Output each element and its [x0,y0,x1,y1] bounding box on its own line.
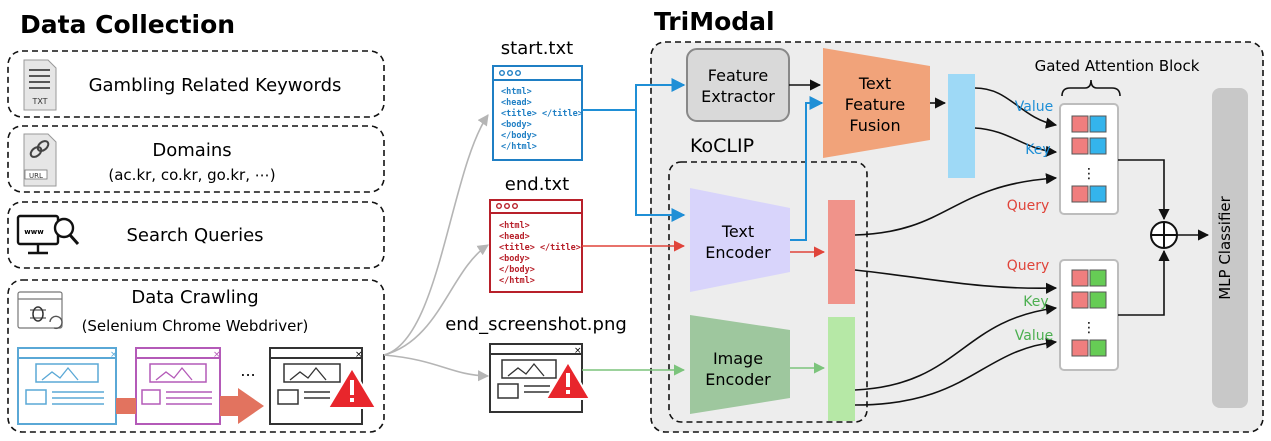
query-label-top: Query [1007,198,1050,214]
key-label-bottom: Key [1023,294,1048,310]
queries-source: www Search Queries [7,201,385,269]
start-file-label: start.txt [501,38,573,59]
svg-text:Extractor: Extractor [701,87,775,106]
keywords-source: TXT Gambling Related Keywords [7,50,385,118]
query-label-bottom: Query [1007,258,1050,274]
browser-window-blue: × [17,347,118,425]
koclip-title: KoCLIP [690,135,754,157]
svg-text:Feature: Feature [845,95,905,114]
svg-text:<title> </title>: <title> </title> [499,242,581,253]
svg-text:MLP Classifier: MLP Classifier [1216,195,1234,299]
svg-text:</body>: </body> [499,265,535,275]
txt-icon-label: TXT [31,97,47,106]
text-fusion-feature-vector [948,74,975,178]
start-file-icon: <html> <head> <title> </title> <body> </… [492,65,583,161]
mlp-classifier-block: MLP Classifier [1212,88,1248,408]
crawling-sub: (Selenium Chrome Webdriver) [82,317,309,335]
svg-text:<head>: <head> [499,232,530,242]
svg-text:<title> </title>: <title> </title> [501,108,583,119]
bug-browser-icon [17,291,63,330]
browser-window-purple: × [135,347,221,425]
domains-sub: (ac.kr, co.kr, go.kr, ⋯) [108,166,275,184]
end-file-icon: <html> <head> <title> </title> <body> </… [489,199,583,293]
svg-text:Encoder: Encoder [705,243,771,262]
data-collection-title: Data Collection [20,10,235,39]
red-arrows [582,240,826,258]
crawling-title: Data Crawling [131,287,258,308]
gated-attention-label: Gated Attention Block [1035,57,1200,75]
trimodal-title: TriModal [654,7,775,36]
black-arrows [789,79,1210,406]
svg-text:Text: Text [721,222,754,241]
green-arrows [582,362,826,376]
domains-source: URL Domains (ac.kr, co.kr, go.kr, ⋯) [7,125,385,193]
keywords-label: Gambling Related Keywords [89,75,342,96]
sum-node-icon [1150,221,1178,249]
svg-text:Feature: Feature [708,66,768,85]
svg-text:×: × [110,350,118,360]
gated-attention-brace [1061,79,1121,97]
output-arrows [383,114,490,382]
crawl-ellipsis: ... [240,361,255,380]
warning-icon [545,361,591,400]
svg-text:⋮: ⋮ [1082,320,1096,336]
svg-text:Encoder: Encoder [705,370,771,389]
end-file-label: end.txt [505,174,569,195]
txt-file-icon: TXT [23,59,57,111]
text-feature-vector [828,200,855,304]
key-label-top: Key [1025,142,1050,158]
svg-text:×: × [355,350,363,360]
svg-text:×: × [213,350,221,360]
svg-text:⋮: ⋮ [1082,166,1096,182]
screenshot-file-label: end_screenshot.png [445,314,627,335]
gated-attention-block-bottom: ⋮ [1059,259,1119,371]
text-feature-fusion-block: Text Feature Fusion [823,48,930,158]
gated-attention-block-top: ⋮ [1059,103,1119,215]
svg-text:<body>: <body> [499,254,530,264]
web-search-icon: www [16,214,80,255]
feature-extractor-box: Feature Extractor [686,48,790,122]
image-encoder-block: Image Encoder [690,315,790,414]
url-icon-label: URL [29,172,43,180]
progress-arrow-icon [116,388,264,424]
svg-text:Text: Text [858,74,891,93]
blue-arrows [582,78,824,241]
svg-text:</html>: </html> [499,276,535,286]
svg-text:Image: Image [713,349,763,368]
svg-text:www: www [24,228,44,236]
url-file-icon: URL [23,133,57,187]
queries-label: Search Queries [126,225,263,246]
svg-text:</body>: </body> [501,131,537,141]
text-encoder-block: Text Encoder [690,188,790,292]
svg-text:×: × [574,346,582,356]
svg-text:<body>: <body> [501,120,532,130]
warning-icon [327,367,377,409]
svg-text:<head>: <head> [501,98,532,108]
svg-text:<html>: <html> [501,87,532,97]
screenshot-file-icon: × [489,343,591,413]
crawling-source: Data Crawling (Selenium Chrome Webdriver… [7,279,385,433]
value-label-bottom: Value [1015,328,1053,344]
svg-text:<html>: <html> [499,221,530,231]
value-label-top: Value [1015,99,1053,115]
domains-title: Domains [152,140,231,161]
svg-text:</html>: </html> [501,142,537,152]
svg-text:Fusion: Fusion [849,116,900,135]
image-feature-vector [828,317,855,421]
